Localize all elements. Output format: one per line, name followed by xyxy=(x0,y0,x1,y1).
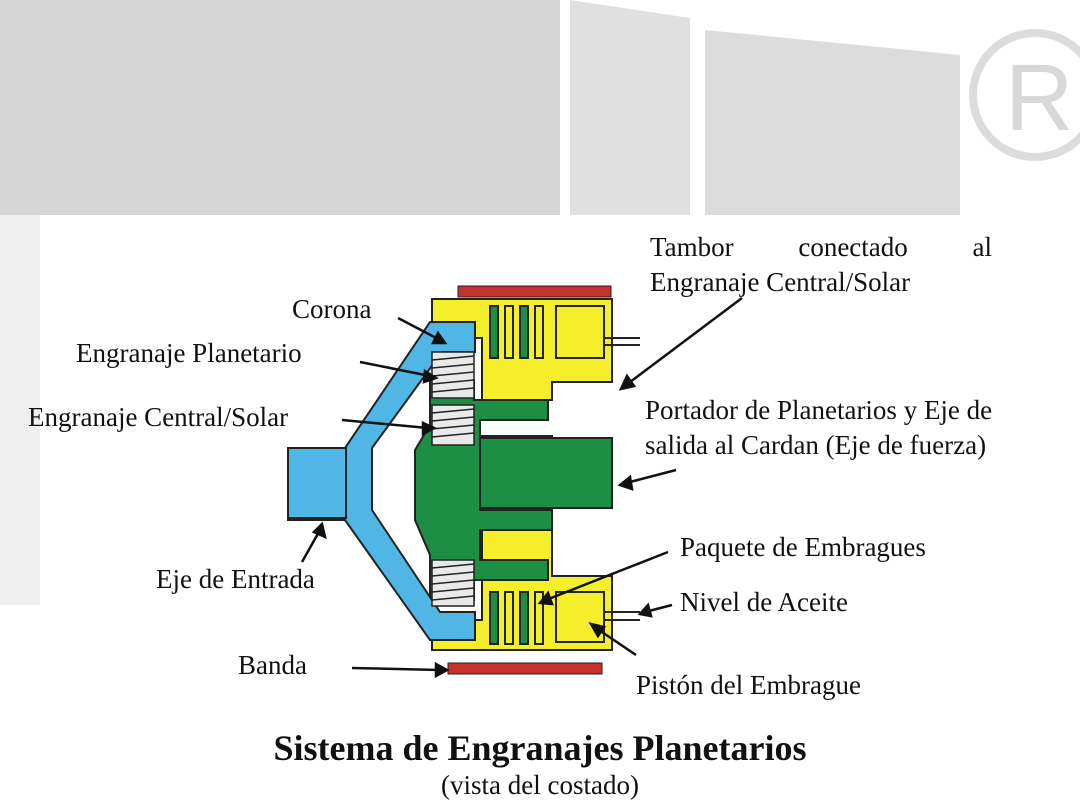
diagram-title: Sistema de Engranajes Planetarios xyxy=(273,728,807,768)
clutch-plates-bottom xyxy=(489,591,544,645)
leader-lines xyxy=(300,297,743,679)
watermark-registered-letter: R xyxy=(1005,45,1074,151)
label-banda: Banda xyxy=(238,650,307,680)
arrow-central xyxy=(341,418,429,430)
label-entrada: Eje de Entrada xyxy=(156,564,315,594)
diagram-subtitle: (vista del costado) xyxy=(441,770,639,800)
arrow-portador xyxy=(625,468,677,485)
watermark-shape-middle xyxy=(570,0,690,215)
watermark-shape-left xyxy=(0,0,560,215)
arrow-banda xyxy=(351,666,441,672)
watermark-shape-right xyxy=(705,30,960,215)
label-paquete: Paquete de Embragues xyxy=(680,532,926,562)
arrow-entrada xyxy=(300,529,322,563)
arrow-tambor xyxy=(625,297,743,386)
label-piston: Pistón del Embrague xyxy=(636,670,861,700)
arrow-corona xyxy=(397,316,441,342)
planet-gear-bottom xyxy=(431,559,475,607)
watermark-registered-circle xyxy=(969,29,1080,161)
label-central: Engranaje Central/Solar xyxy=(28,402,289,432)
sun-gear xyxy=(431,404,475,446)
label-tambor-line2: Engranaje Central/Solar xyxy=(650,267,911,297)
band-top xyxy=(457,285,612,298)
label-corona: Corona xyxy=(292,294,372,324)
drum-top-inner xyxy=(555,305,605,359)
output-shaft xyxy=(479,437,613,509)
label-portador-line1: Portador de Planetarios y Eje de xyxy=(645,395,993,425)
arrow-paquete xyxy=(545,550,669,602)
watermark-edge-left xyxy=(0,215,40,605)
arrow-piston xyxy=(595,626,637,657)
arrow-planetario xyxy=(359,360,431,378)
band-bottom xyxy=(447,662,603,675)
label-nivel: Nivel de Aceite xyxy=(680,587,848,617)
planet-gear-top xyxy=(431,351,475,399)
label-planetario: Engranaje Planetario xyxy=(76,338,302,368)
input-shaft-hub xyxy=(287,447,347,519)
label-tambor-line1: Tambor conectado al xyxy=(650,232,993,262)
clutch-plates-top xyxy=(489,305,544,359)
label-portador-line2: salida al Cardan (Eje de fuerza) xyxy=(645,430,987,460)
